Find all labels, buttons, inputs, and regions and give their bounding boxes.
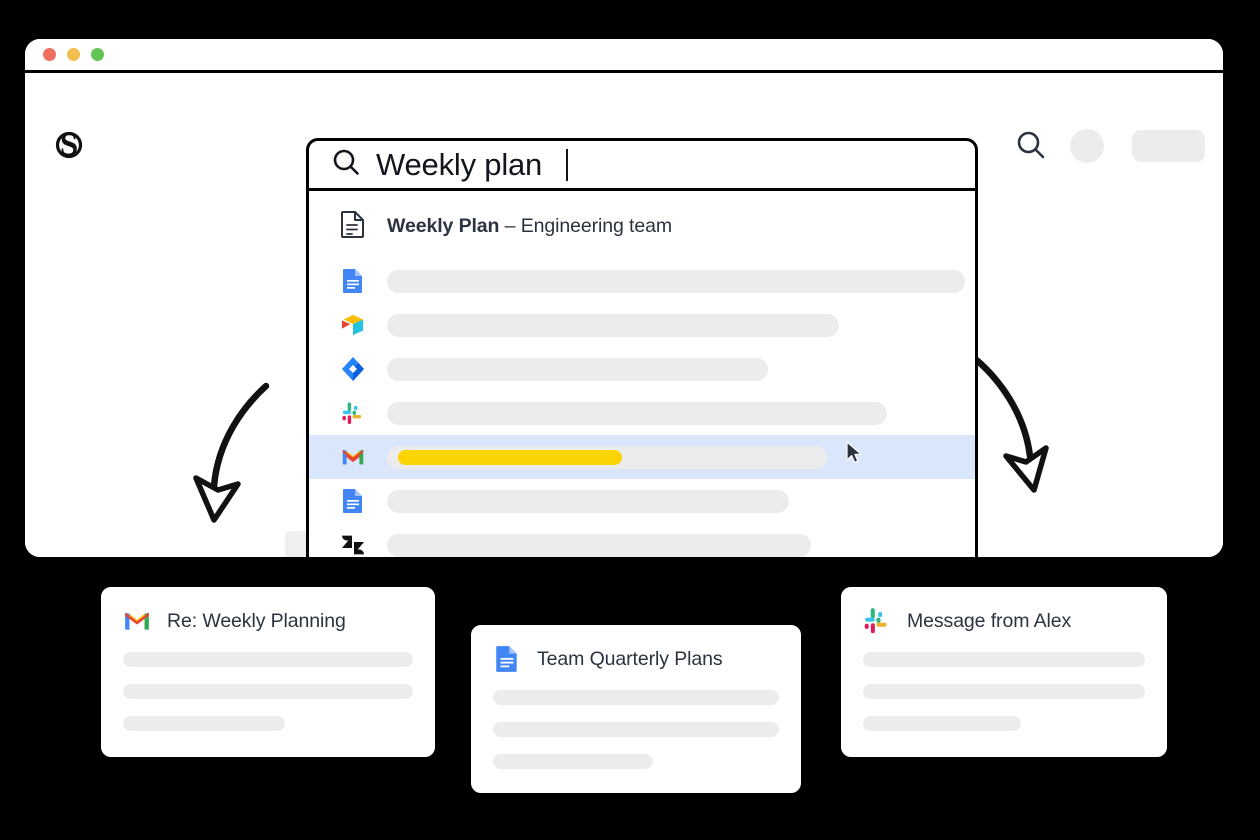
slack-icon: [341, 401, 365, 425]
result-row-skeleton-bar: [387, 313, 839, 337]
result-row-skeleton-bar: [387, 269, 965, 293]
google-docs-icon: [341, 489, 365, 513]
browser-window: S: [20, 34, 1228, 562]
result-row-skeleton-bar: [387, 489, 789, 513]
result-headline-subtitle: – Engineering team: [499, 215, 672, 237]
maximize-button[interactable]: [91, 48, 104, 61]
search-term-highlight: [398, 449, 622, 465]
result-row[interactable]: [309, 303, 975, 347]
close-button[interactable]: [43, 48, 56, 61]
gmail-icon: [123, 607, 151, 635]
search-overlay: Weekly plan: [306, 138, 978, 557]
card-title: Team Quarterly Plans: [537, 647, 723, 670]
pill-placeholder[interactable]: [1132, 130, 1205, 162]
slack-icon: [863, 607, 891, 635]
search-query-text: Weekly plan: [376, 146, 543, 182]
result-row-skeleton-bar: [387, 401, 887, 425]
topbar-search-icon[interactable]: [1014, 128, 1048, 162]
card-header: Message from Alex: [863, 607, 1145, 635]
card-header: Team Quarterly Plans: [493, 645, 779, 673]
card-title: Message from Alex: [907, 609, 1072, 632]
zendesk-icon: [341, 533, 365, 557]
avatar-placeholder[interactable]: [1070, 129, 1104, 163]
result-row[interactable]: [309, 347, 975, 391]
search-input[interactable]: Weekly plan: [306, 138, 978, 191]
gmail-icon: [341, 445, 365, 469]
result-row[interactable]: [309, 391, 975, 435]
card-skeleton-line: [123, 652, 413, 667]
search-icon: [331, 147, 361, 182]
card-skeleton-line: [493, 754, 654, 769]
result-row[interactable]: [309, 479, 975, 523]
s-logo-icon[interactable]: S: [49, 125, 89, 165]
preview-card-message[interactable]: Message from Alex: [836, 582, 1172, 762]
card-skeleton-lines: [123, 652, 413, 731]
result-row[interactable]: [309, 523, 975, 557]
text-caret: [566, 148, 569, 181]
card-skeleton-lines: [493, 690, 779, 769]
card-title: Re: Weekly Planning: [167, 609, 346, 632]
card-skeleton-line: [123, 716, 286, 731]
result-headline[interactable]: Weekly Plan – Engineering team: [309, 191, 975, 259]
result-row-skeleton-bar: [387, 445, 827, 469]
card-header: Re: Weekly Planning: [123, 607, 413, 635]
result-row-skeleton-bar: [387, 357, 768, 381]
google-docs-icon: [341, 269, 365, 293]
card-skeleton-line: [123, 684, 413, 699]
google-docs-icon: [493, 645, 521, 673]
result-headline-text: Weekly Plan – Engineering team: [387, 215, 672, 238]
result-row[interactable]: [309, 259, 975, 303]
card-skeleton-line: [493, 690, 779, 705]
result-row-skeleton-bar: [387, 533, 811, 557]
card-skeleton-lines: [863, 652, 1145, 731]
jira-icon: [341, 357, 365, 381]
result-headline-title: Weekly Plan: [387, 215, 500, 237]
preview-card-email[interactable]: Re: Weekly Planning: [96, 582, 440, 762]
curved-arrow-down-left-icon: [188, 378, 283, 548]
document-outline-icon: [340, 210, 366, 243]
card-skeleton-line: [863, 684, 1145, 699]
window-titlebar: [25, 39, 1223, 73]
mouse-pointer-icon: [845, 441, 865, 465]
box-cube-icon: [341, 313, 365, 337]
card-skeleton-line: [493, 722, 779, 737]
search-results-panel: Weekly Plan – Engineering team: [306, 191, 978, 557]
card-skeleton-line: [863, 652, 1145, 667]
preview-card-doc[interactable]: Team Quarterly Plans: [466, 620, 806, 798]
card-skeleton-line: [863, 716, 1021, 731]
minimize-button[interactable]: [67, 48, 80, 61]
result-row-selected[interactable]: [309, 435, 975, 479]
